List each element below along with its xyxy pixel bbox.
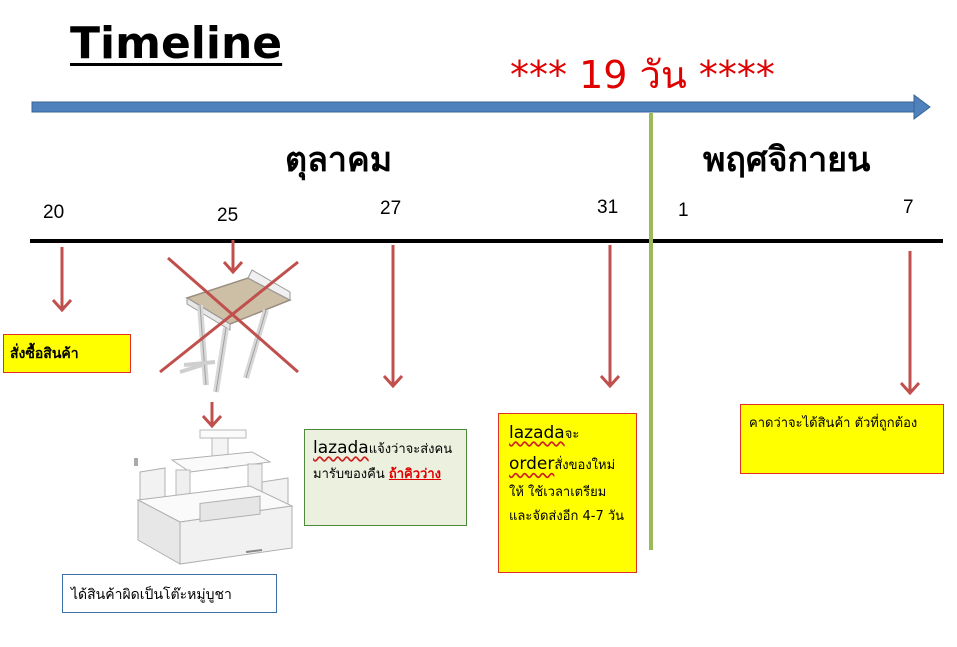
day-label-27: 27: [380, 198, 402, 219]
ordered-table-image: [179, 269, 292, 393]
day-label-7: 7: [903, 197, 914, 218]
month-october: ตุลาคม: [285, 140, 393, 180]
lazada-reorder-text-1: จะ: [564, 427, 580, 442]
arrow-day-7: [899, 251, 921, 396]
if-queue-free-link[interactable]: ถ้าคิวว่าง: [388, 466, 441, 482]
lazada-pickup-box: lazadaแจ้งว่าจะส่งคนมารับของคืน ถ้าคิวว่…: [304, 429, 467, 526]
day-label-1: 1: [678, 200, 689, 221]
arrow-day-25: [222, 240, 244, 275]
lazada-reorder-box: lazadaจะ orderสั่งของใหม่ให้ ใช้เวลาเตรี…: [498, 413, 637, 573]
arrow-day-31: [599, 245, 621, 389]
arrow-day-27: [382, 245, 404, 389]
wrong-item-box: ได้สินค้าผิดเป็นโต๊ะหมู่บูชา: [62, 574, 277, 613]
lazada-pickup-text: แจ้งว่าจะส่งคนมารับของคืน: [313, 442, 453, 482]
altar-table-image: [134, 429, 294, 565]
lazada-reorder-text-2: สั่งของใหม่ให้ ใช้เวลาเตรียมและจัดส่งอีก…: [509, 458, 625, 524]
duration-label: *** 19 วัน ****: [510, 53, 775, 97]
order-box: สั่งซื้อสินค้า: [3, 334, 131, 373]
page-title: Timeline: [70, 18, 283, 69]
arrow-to-altar: [201, 402, 223, 429]
day-label-25: 25: [217, 205, 239, 226]
lazada-brand: lazada: [509, 423, 565, 443]
expected-delivery-box: คาดว่าจะได้สินค้า ตัวที่ถูกต้อง: [740, 404, 944, 474]
day-label-20: 20: [43, 202, 65, 223]
month-november: พฤศจิกายน: [703, 140, 871, 180]
cross-out-mark: [159, 256, 299, 374]
arrow-day-20: [51, 247, 73, 313]
lazada-brand: lazada: [313, 438, 369, 458]
day-label-31: 31: [597, 197, 619, 218]
top-blue-arrow: [31, 94, 931, 120]
order-word: order: [509, 454, 555, 475]
